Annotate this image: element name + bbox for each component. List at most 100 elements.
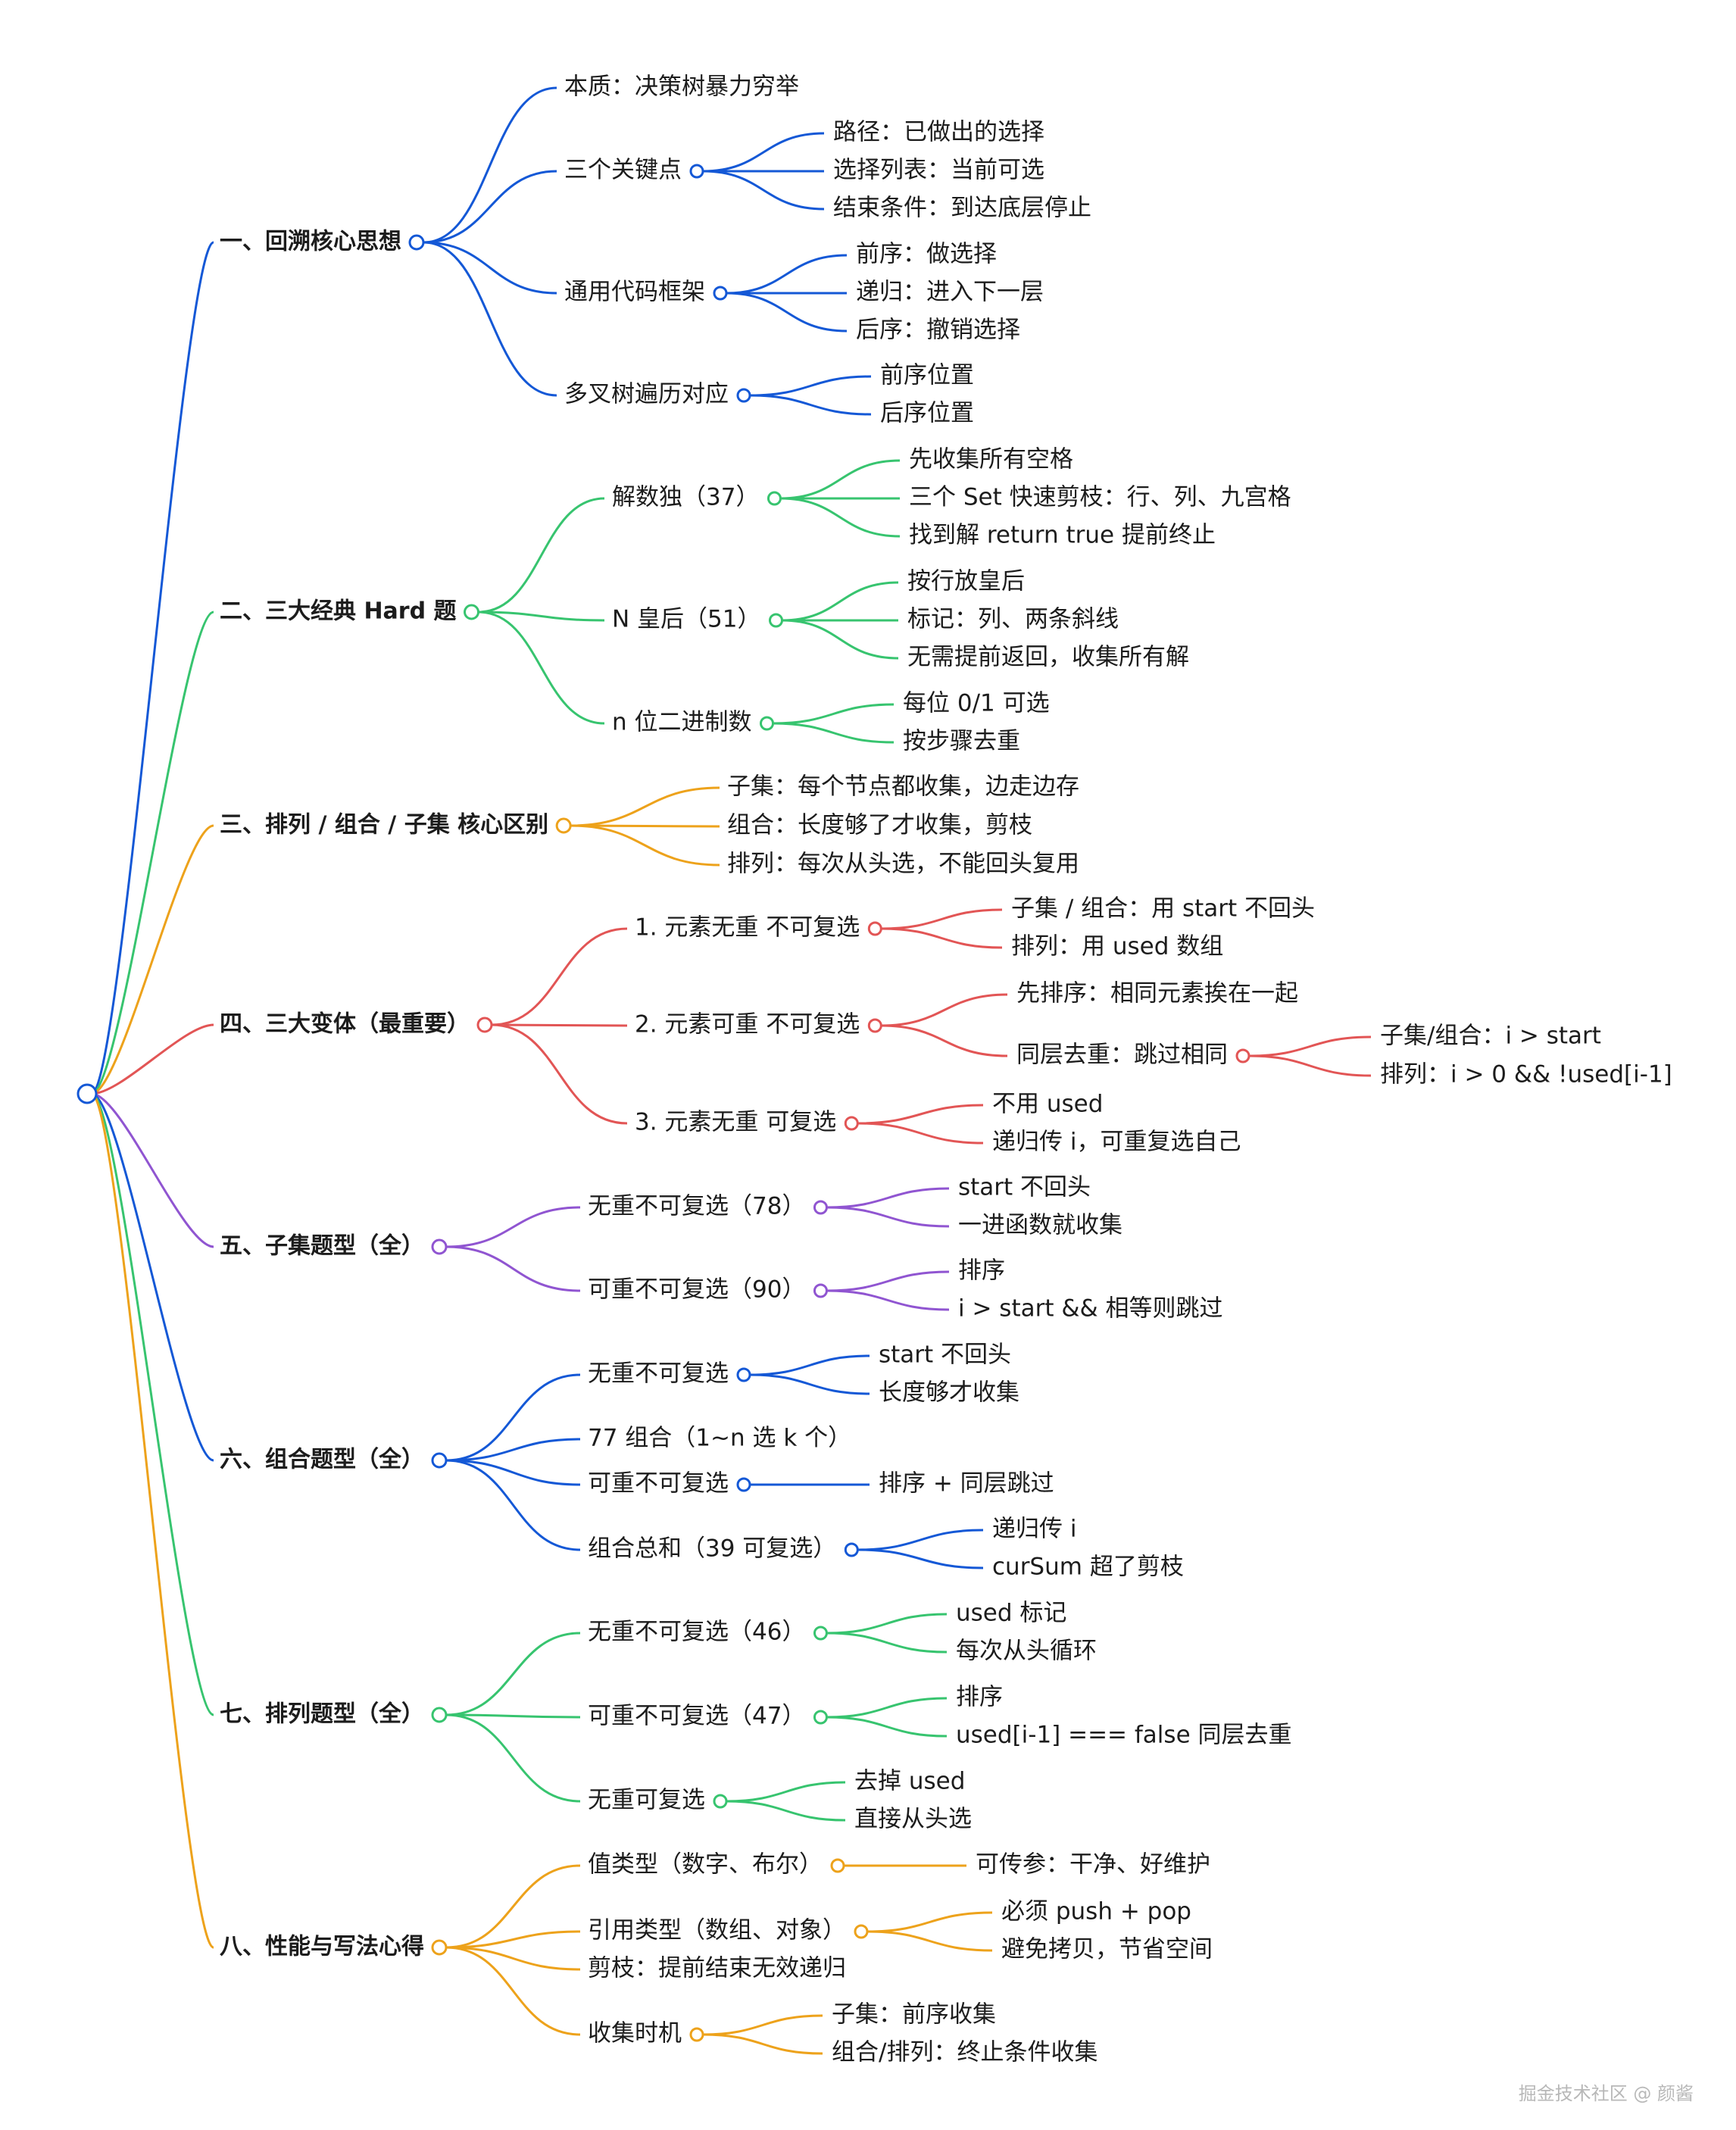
branch-4-item-3[interactable]: 3. 元素无重 可复选 xyxy=(635,1109,836,1136)
branch-1-item-4[interactable]: 多叉树遍历对应 xyxy=(564,381,729,408)
branch-7-item-1-sub-1[interactable]: used 标记 xyxy=(956,1600,1066,1627)
branch-6-item-4-dot[interactable] xyxy=(844,1542,859,1557)
branch-5-item-2[interactable]: 可重不可复选（90） xyxy=(588,1276,805,1304)
branch-4-item-3-sub-1[interactable]: 不用 used xyxy=(992,1091,1103,1118)
branch-5-item-2-dot[interactable] xyxy=(813,1283,828,1298)
branch-3-item-1[interactable]: 子集：每个节点都收集，边走边存 xyxy=(727,773,1079,801)
branch-1-item-2-sub-2[interactable]: 选择列表：当前可选 xyxy=(833,157,1044,184)
branch-8-item-2-sub-2[interactable]: 避免拷贝，节省空间 xyxy=(1001,1936,1213,1963)
branch-7-title[interactable]: 七、排列题型（全） xyxy=(220,1701,424,1728)
branch-2-item-2-sub-2[interactable]: 标记：列、两条斜线 xyxy=(907,606,1119,633)
branch-8-dot[interactable] xyxy=(431,1939,448,1956)
branch-8-item-4-dot[interactable] xyxy=(689,2027,704,2042)
branch-6-item-1-sub-1[interactable]: start 不回头 xyxy=(879,1341,1011,1369)
branch-4-item-1-dot[interactable] xyxy=(867,921,882,936)
branch-6-dot[interactable] xyxy=(431,1452,448,1469)
branch-8-item-1-sub-1[interactable]: 可传参：干净、好维护 xyxy=(976,1851,1210,1879)
branch-5-dot[interactable] xyxy=(431,1238,448,1255)
branch-4-item-2-sub-2-leaf-2[interactable]: 排列：i > 0 && !used[i-1] xyxy=(1380,1061,1672,1088)
branch-1-item-2-sub-1[interactable]: 路径：已做出的选择 xyxy=(833,119,1044,146)
branch-4-item-1-sub-1[interactable]: 子集 / 组合：用 start 不回头 xyxy=(1011,895,1315,923)
branch-4-item-1[interactable]: 1. 元素无重 不可复选 xyxy=(635,914,860,942)
branch-2-title[interactable]: 二、三大经典 Hard 题 xyxy=(220,598,457,625)
branch-8-item-1-dot[interactable] xyxy=(830,1858,845,1873)
branch-4-item-2-sub-1[interactable]: 先排序：相同元素挨在一起 xyxy=(1016,980,1298,1007)
branch-5-title[interactable]: 五、子集题型（全） xyxy=(220,1233,424,1260)
branch-5-item-2-sub-2[interactable]: i > start && 相等则跳过 xyxy=(958,1295,1223,1323)
branch-2-item-1-dot[interactable] xyxy=(767,491,782,506)
branch-2-item-3[interactable]: n 位二进制数 xyxy=(612,709,752,736)
branch-2-item-1-sub-2[interactable]: 三个 Set 快速剪枝：行、列、九宫格 xyxy=(909,484,1291,511)
branch-7-item-3-sub-2[interactable]: 直接从头选 xyxy=(854,1806,972,1833)
branch-5-item-1-sub-2[interactable]: 一进函数就收集 xyxy=(958,1212,1122,1239)
branch-4-item-2-sub-2[interactable]: 同层去重：跳过相同 xyxy=(1016,1042,1228,1069)
branch-6-item-4-sub-2[interactable]: curSum 超了剪枝 xyxy=(992,1554,1184,1581)
branch-8-item-4[interactable]: 收集时机 xyxy=(588,2020,682,2047)
root-node-dot[interactable] xyxy=(76,1083,98,1104)
branch-8-item-4-sub-1[interactable]: 子集：前序收集 xyxy=(832,2001,996,2028)
branch-6-item-3-dot[interactable] xyxy=(736,1477,751,1492)
branch-7-item-2-sub-1[interactable]: 排序 xyxy=(956,1684,1003,1711)
branch-6-item-2[interactable]: 77 组合（1~n 选 k 个） xyxy=(588,1425,851,1452)
branch-8-item-1[interactable]: 值类型（数字、布尔） xyxy=(588,1851,823,1879)
branch-7-item-2-sub-2[interactable]: used[i-1] === false 同层去重 xyxy=(956,1722,1292,1749)
branch-1-item-2[interactable]: 三个关键点 xyxy=(564,157,682,184)
branch-8-item-2-dot[interactable] xyxy=(854,1924,869,1939)
branch-2-item-1[interactable]: 解数独（37） xyxy=(612,484,759,511)
branch-1-item-3-sub-1[interactable]: 前序：做选择 xyxy=(856,241,997,268)
branch-2-dot[interactable] xyxy=(464,604,480,620)
branch-1-item-2-sub-3[interactable]: 结束条件：到达底层停止 xyxy=(833,195,1091,222)
branch-8-item-4-sub-2[interactable]: 组合/排列：终止条件收集 xyxy=(832,2039,1097,2066)
branch-7-item-1-sub-2[interactable]: 每次从头循环 xyxy=(956,1638,1097,1665)
branch-4-item-2-dot[interactable] xyxy=(867,1018,882,1033)
branch-3-dot[interactable] xyxy=(555,817,572,834)
branch-1-item-3-sub-3[interactable]: 后序：撤销选择 xyxy=(856,317,1020,344)
branch-7-item-3-dot[interactable] xyxy=(713,1794,728,1809)
branch-2-item-2-sub-3[interactable]: 无需提前返回，收集所有解 xyxy=(907,644,1189,671)
branch-7-item-2[interactable]: 可重不可复选（47） xyxy=(588,1703,805,1730)
branch-5-item-1[interactable]: 无重不可复选（78） xyxy=(588,1193,805,1220)
branch-4-item-2-sub-2-dot[interactable] xyxy=(1235,1048,1250,1063)
branch-8-item-3[interactable]: 剪枝：提前结束无效递归 xyxy=(588,1955,846,1982)
branch-6-item-4-sub-1[interactable]: 递归传 i xyxy=(992,1516,1076,1543)
branch-8-item-2[interactable]: 引用类型（数组、对象） xyxy=(588,1917,846,1944)
branch-7-item-3-sub-1[interactable]: 去掉 used xyxy=(854,1768,965,1795)
branch-6-item-3[interactable]: 可重不可复选 xyxy=(588,1470,729,1498)
branch-7-item-1[interactable]: 无重不可复选（46） xyxy=(588,1619,805,1646)
branch-1-item-4-dot[interactable] xyxy=(736,388,751,403)
branch-5-item-2-sub-1[interactable]: 排序 xyxy=(958,1257,1005,1285)
branch-6-item-1-sub-2[interactable]: 长度够才收集 xyxy=(879,1379,1019,1407)
branch-1-item-3-dot[interactable] xyxy=(713,286,728,301)
branch-1-item-3-sub-2[interactable]: 递归：进入下一层 xyxy=(856,279,1044,306)
branch-8-title[interactable]: 八、性能与写法心得 xyxy=(220,1934,424,1960)
branch-6-item-1[interactable]: 无重不可复选 xyxy=(588,1360,729,1388)
branch-5-item-1-sub-1[interactable]: start 不回头 xyxy=(958,1174,1091,1201)
branch-7-item-1-dot[interactable] xyxy=(813,1626,828,1641)
branch-4-title[interactable]: 四、三大变体（最重要） xyxy=(220,1011,470,1038)
branch-3-title[interactable]: 三、排列 / 组合 / 子集 核心区别 xyxy=(220,812,548,839)
branch-2-item-3-sub-2[interactable]: 按步骤去重 xyxy=(903,728,1020,755)
branch-2-item-3-sub-1[interactable]: 每位 0/1 可选 xyxy=(903,690,1050,717)
branch-4-dot[interactable] xyxy=(476,1017,493,1033)
branch-2-item-1-sub-3[interactable]: 找到解 return true 提前终止 xyxy=(909,522,1216,549)
branch-1-item-4-sub-1[interactable]: 前序位置 xyxy=(880,362,974,389)
branch-2-item-1-sub-1[interactable]: 先收集所有空格 xyxy=(909,446,1073,473)
branch-6-title[interactable]: 六、组合题型（全） xyxy=(220,1447,424,1473)
branch-4-item-2[interactable]: 2. 元素可重 不可复选 xyxy=(635,1011,860,1038)
branch-6-item-3-sub-1[interactable]: 排序 + 同层跳过 xyxy=(879,1470,1054,1498)
branch-1-item-2-dot[interactable] xyxy=(689,164,704,179)
branch-8-item-2-sub-1[interactable]: 必须 push + pop xyxy=(1001,1898,1191,1925)
branch-6-item-1-dot[interactable] xyxy=(736,1367,751,1382)
branch-7-item-2-dot[interactable] xyxy=(813,1710,828,1725)
branch-2-item-2[interactable]: N 皇后（51） xyxy=(612,606,761,633)
branch-1-title[interactable]: 一、回溯核心思想 xyxy=(220,229,401,255)
branch-1-dot[interactable] xyxy=(408,234,425,251)
branch-1-item-4-sub-2[interactable]: 后序位置 xyxy=(880,400,974,427)
branch-4-item-2-sub-2-leaf-1[interactable]: 子集/组合：i > start xyxy=(1380,1023,1601,1050)
branch-6-item-4[interactable]: 组合总和（39 可复选） xyxy=(588,1535,836,1563)
branch-1-item-1[interactable]: 本质：决策树暴力穷举 xyxy=(564,73,799,101)
branch-2-item-2-sub-1[interactable]: 按行放皇后 xyxy=(907,568,1025,595)
branch-4-item-3-dot[interactable] xyxy=(844,1116,859,1131)
branch-3-item-3[interactable]: 排列：每次从头选，不能回头复用 xyxy=(727,851,1079,878)
branch-2-item-3-dot[interactable] xyxy=(760,716,775,731)
